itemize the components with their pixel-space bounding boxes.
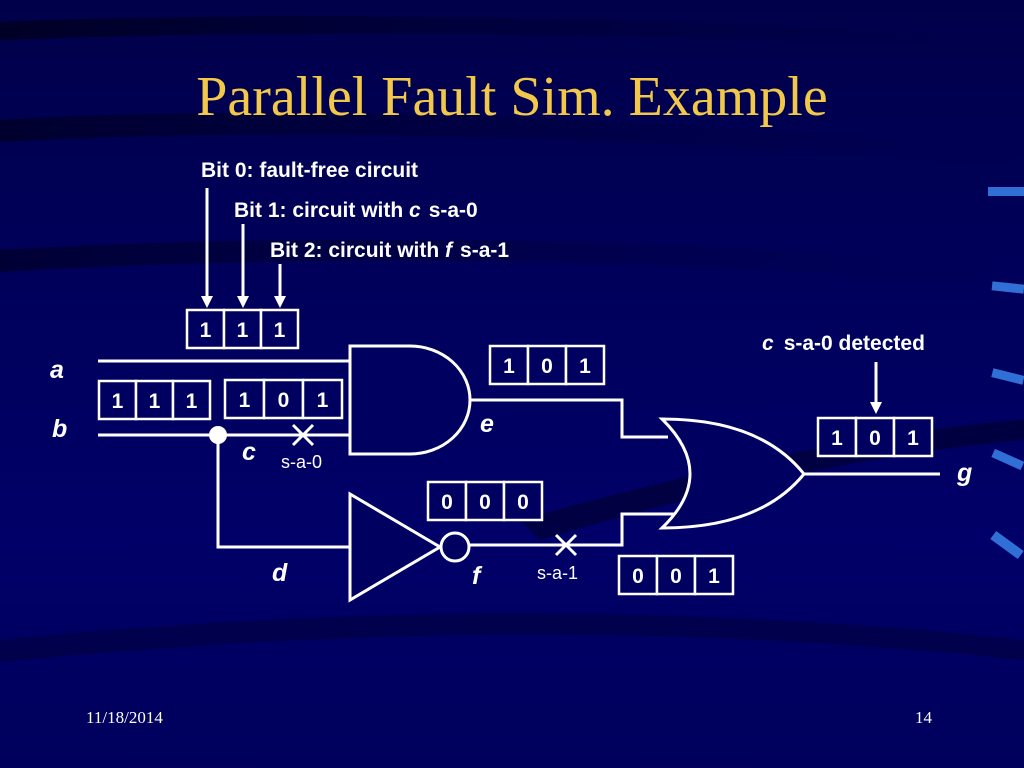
bit-cell <box>464 480 506 522</box>
accent-mark <box>990 530 1024 560</box>
bit-cell <box>892 416 934 458</box>
and-gate <box>348 344 472 456</box>
signal-label-a: a <box>50 356 64 384</box>
inverter-bubble <box>439 531 471 563</box>
bit-cell <box>222 308 263 350</box>
bit-value: 0 <box>541 355 553 378</box>
bit-value: 1 <box>503 355 515 378</box>
bit-cell <box>816 416 858 458</box>
bit-value: 0 <box>869 427 881 450</box>
fault-label-c: s-a-0 <box>281 452 322 472</box>
bit-value: 0 <box>517 491 529 514</box>
bit-value: 0 <box>479 491 491 514</box>
accent-mark <box>991 281 1024 294</box>
bit-value: 1 <box>708 565 720 588</box>
bit-cell <box>185 308 226 350</box>
signal-label-b: b <box>52 415 67 443</box>
bit-cell <box>564 344 606 386</box>
page-number: 14 <box>915 708 932 727</box>
not-gate <box>348 491 443 603</box>
bit-cell <box>526 344 568 386</box>
slide-title: Parallel Fault Sim. Example <box>196 66 828 128</box>
fanout-node <box>209 426 227 444</box>
bit-value: 0 <box>632 565 644 588</box>
fault-x-icon <box>291 423 315 447</box>
bit-value: 0 <box>278 389 290 412</box>
signal-label-g: g <box>956 459 972 487</box>
bit-value: 1 <box>237 319 249 342</box>
bit-vector-c: 1 0 1 <box>223 378 344 420</box>
wires <box>98 359 940 549</box>
bit-vector-e: 1 0 1 <box>488 344 606 386</box>
bit-cell <box>262 378 305 420</box>
bit-vector-a: 1 1 1 <box>185 308 300 350</box>
accent-mark <box>988 187 1024 196</box>
bit-vector-b: 1 1 1 <box>97 379 212 421</box>
bit-cell <box>259 308 300 350</box>
bit-cell <box>223 378 266 420</box>
signal-label-f: f <box>472 562 483 590</box>
or-gate <box>658 417 806 530</box>
bit-value: 1 <box>274 319 286 342</box>
detected-arrow <box>870 362 882 414</box>
bit-vector-d: 0 0 0 <box>426 480 544 522</box>
signal-label-e: e <box>480 410 494 438</box>
bit-vectors: 1 1 1 1 1 1 1 0 1 1 0 1 0 0 0 0 0 1 1 0 1 <box>97 308 934 596</box>
signal-label-d: d <box>272 559 288 587</box>
legend-bit0: Bit 0: fault-free circuit <box>201 159 418 182</box>
bit-cell <box>171 379 212 421</box>
bit-value: 1 <box>239 389 251 412</box>
bit-cell <box>854 416 896 458</box>
footer-date: 11/18/2014 <box>86 708 163 727</box>
bit-cell <box>301 378 344 420</box>
bit-value: 1 <box>200 319 212 342</box>
bit-cell <box>617 554 659 596</box>
bit-cell <box>502 480 544 522</box>
bit-value: 1 <box>112 390 124 413</box>
fault-label-f: s-a-1 <box>537 563 578 583</box>
bit-value: 1 <box>831 427 843 450</box>
accent-mark <box>991 368 1024 385</box>
bit-cell <box>693 554 735 596</box>
bit-value: 1 <box>317 389 329 412</box>
bit-value: 0 <box>441 491 453 514</box>
bit-value: 1 <box>907 427 919 450</box>
bit-value: 1 <box>579 355 591 378</box>
bit-value: 1 <box>186 390 198 413</box>
bit-vector-g: 1 0 1 <box>816 416 934 458</box>
bit-value: 0 <box>670 565 682 588</box>
bit-vector-f: 0 0 1 <box>617 554 735 596</box>
signal-label-c: c <box>242 438 256 466</box>
bit-value: 1 <box>149 390 161 413</box>
accent-mark <box>991 448 1024 471</box>
legend-arrows <box>201 188 286 308</box>
bit-cell <box>426 480 468 522</box>
fault-x-icon <box>554 533 578 557</box>
